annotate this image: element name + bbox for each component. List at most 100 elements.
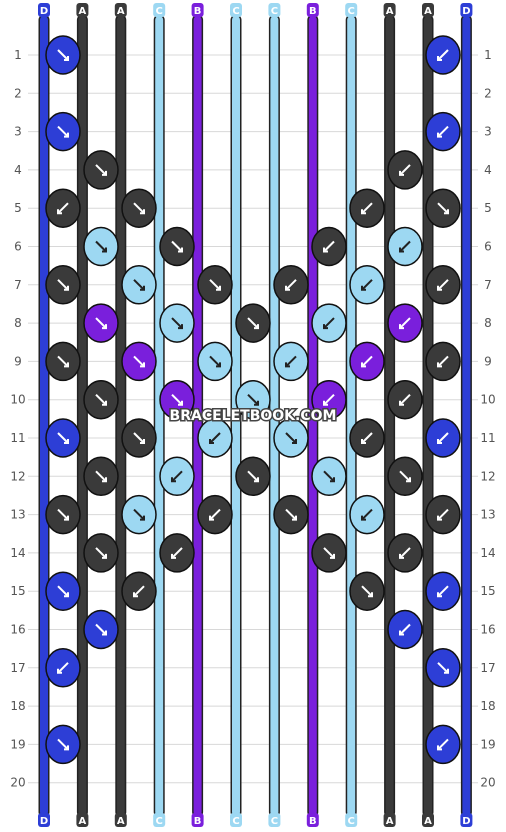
arrow-head [399, 400, 404, 406]
arrow-down-right-icon [57, 49, 69, 61]
arrow-down-right-icon [57, 738, 69, 751]
row-number-right: 14 [480, 546, 495, 560]
row-number-left: 18 [10, 699, 25, 713]
arrow-head [209, 515, 214, 521]
knot [45, 188, 81, 228]
knot [159, 226, 195, 267]
arrow-down-left-icon [361, 508, 373, 521]
knot [273, 265, 309, 305]
arrow-down-right-icon [57, 508, 69, 521]
arrow-head [437, 285, 442, 291]
strand-label-bg [268, 3, 281, 17]
arrow-down-left-icon [57, 202, 69, 214]
arrow-down-left-icon [285, 355, 297, 368]
arrow-head [254, 477, 259, 483]
row-number-left: 4 [14, 163, 22, 177]
arrow-down-right-icon [57, 355, 69, 368]
arrow-down-right-icon [57, 585, 69, 597]
arrow-down-right-icon [209, 279, 221, 291]
knot [349, 571, 385, 611]
strand-label-bg [460, 813, 473, 827]
arrow-head [254, 400, 259, 406]
arrow-head [361, 515, 366, 521]
arrow-down-right-icon [323, 547, 335, 559]
knot [387, 303, 423, 343]
strand-label-top: B [309, 6, 317, 17]
arrow-head [64, 362, 69, 368]
strand-label-bg [345, 3, 358, 17]
arrow-head [64, 132, 69, 138]
row-number-left: 19 [10, 737, 25, 751]
row-number-left: 2 [14, 86, 22, 100]
arrow-down-left-icon [399, 317, 411, 329]
strand-label-bg [230, 3, 242, 17]
knot [273, 341, 309, 382]
knot [311, 533, 347, 573]
knot [83, 303, 119, 343]
strand-label-top: C [156, 6, 163, 17]
arrow-head [330, 477, 335, 483]
knot [273, 494, 309, 535]
arrow-down-right-icon [361, 585, 373, 597]
row-number-left: 8 [14, 316, 22, 330]
row-number-left: 13 [10, 508, 25, 522]
row-number-right: 20 [480, 776, 495, 790]
strand-label-bottom: A [79, 816, 87, 827]
arrow-down-left-icon [361, 202, 373, 214]
row-number-right: 9 [484, 354, 492, 368]
strand-label-bg [153, 3, 166, 17]
arrow-down-right-icon [171, 317, 183, 329]
knot [121, 494, 157, 535]
strand-label-top: C [348, 6, 355, 17]
arrow-down-right-icon [285, 432, 297, 444]
strand-label-bg [114, 813, 127, 827]
knot [349, 494, 385, 535]
knot [387, 456, 423, 497]
arrow-head [406, 477, 411, 483]
arrow-down-right-icon [95, 393, 107, 406]
arrow-down-right-icon [57, 279, 69, 291]
strand-label-top: D [462, 6, 470, 17]
knot [197, 341, 233, 382]
row-number-left: 6 [14, 240, 22, 254]
knot [387, 533, 423, 573]
arrow-down-left-icon [361, 432, 373, 444]
arrow-down-right-icon [133, 202, 145, 214]
arrow-down-right-icon [247, 317, 259, 329]
knot [159, 456, 195, 497]
arrow-down-left-icon [57, 662, 69, 674]
strand-label-bg [306, 3, 319, 17]
knot [425, 111, 461, 152]
knot [83, 150, 119, 190]
knot [235, 379, 271, 420]
knot [425, 494, 461, 535]
knot [121, 571, 157, 611]
arrow-down-right-icon [57, 125, 69, 138]
knot [311, 456, 347, 497]
arrow-head [64, 745, 69, 751]
knot [387, 226, 423, 267]
knot [425, 188, 461, 228]
arrow-down-right-icon [95, 240, 107, 253]
knot [349, 341, 385, 382]
arrow-down-right-icon [437, 662, 449, 674]
arrow-head [140, 439, 145, 444]
strand-label-top: C [271, 6, 278, 17]
row-number-right: 7 [484, 278, 492, 292]
strand-label-bg [422, 3, 434, 17]
strand-label-bg [76, 3, 89, 17]
knot-grid [45, 35, 461, 765]
arrow-down-right-icon [57, 432, 69, 444]
knot [235, 303, 271, 343]
strand-label-bottom: A [117, 816, 125, 827]
strand-label-bottom: C [271, 816, 278, 827]
arrow-down-left-icon [437, 432, 449, 444]
arrow-down-left-icon [399, 393, 411, 406]
knot [349, 188, 385, 228]
row-number-left: 17 [10, 661, 25, 675]
arrow-down-right-icon [247, 393, 259, 406]
arrow-head [361, 362, 366, 368]
knot [45, 418, 81, 458]
arrow-down-left-icon [323, 393, 335, 406]
